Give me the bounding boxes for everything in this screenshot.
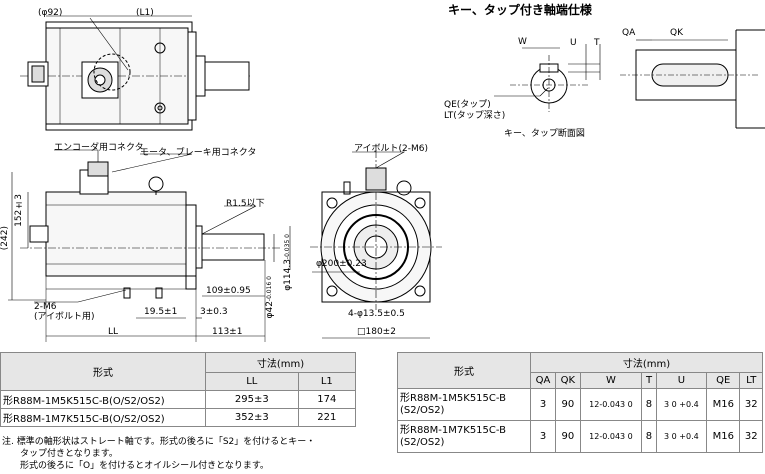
dim-LL: LL	[108, 327, 119, 337]
table1-row2-L1: 221	[297, 408, 357, 427]
dim-4-phi13-5: 4-φ13.5±0.5	[348, 309, 405, 319]
label-QE: QE(タップ)	[444, 100, 491, 110]
table2-row1-QK: 90	[555, 388, 581, 421]
table2-col-QE: QE	[706, 372, 741, 389]
dim-152: 152±3	[14, 194, 24, 227]
label-eyebolt: アイボルト(2-M6)	[354, 144, 429, 154]
dim-phi42: φ42-0.016 0	[265, 276, 275, 319]
key-detail-drawing	[494, 29, 765, 129]
dim-3: 3±0.3	[200, 307, 228, 317]
note-line-1: 注. 標準の軸形状はストレート軸です。形式の後ろに「S2」を付けるとキー・	[2, 437, 316, 447]
dim-242: (242)	[0, 226, 10, 251]
table2-row2-QK: 90	[555, 420, 581, 453]
table2-row1-model: 形R88M-1M5K515C-B (S2/OS2)	[397, 388, 531, 421]
table1-col-LL: LL	[205, 372, 299, 391]
table2-row1-QE: M16	[706, 388, 741, 421]
table2-row1-U: 3 0 +0.4	[655, 388, 708, 421]
spec-table-key: 形式 寸法(mm) QA QK W T U QE LT 形R88M-1M5K51…	[397, 352, 763, 453]
table1-dim-header: 寸法(mm)	[205, 352, 356, 373]
table1-row1-model: 形R88M-1M5K515C-B(O/S2/OS2)	[0, 390, 206, 409]
table-row: 形R88M-1M7K515C-B (S2/OS2) 3 90 12-0.043 …	[397, 420, 763, 453]
note-line-2: タップ付きとなります。	[2, 449, 118, 459]
table2-row2-model: 形R88M-1M7K515C-B (S2/OS2)	[397, 420, 531, 453]
label-W: W	[518, 37, 527, 47]
note-line-3: 形式の後ろに「O」を付けるとオイルシール付きとなります。	[2, 461, 269, 471]
table2-row1-T: 8	[641, 388, 657, 421]
table1-col-L1: L1	[297, 372, 357, 391]
table2-col-T: T	[641, 372, 657, 389]
label-motor-brake-connector: モータ、ブレーキ用コネクタ	[140, 148, 257, 158]
label-U: U	[570, 38, 577, 48]
dim-phi114: φ114.3-0.035 0	[283, 234, 293, 291]
section-title: キー、タップ付き軸端仕様	[448, 3, 592, 17]
label-encoder-connector: エンコーダ用コネクタ	[54, 143, 144, 153]
table1-row1-LL: 295±3	[205, 390, 299, 409]
table2-col-W: W	[579, 372, 643, 389]
table2-dim-header: 寸法(mm)	[530, 352, 763, 373]
label-QK: QK	[670, 28, 683, 38]
table2-col-U: U	[655, 372, 708, 389]
label-LT: LT(タップ深さ)	[444, 111, 506, 121]
table-row: 形R88M-1M7K515C-B(O/S2/OS2) 352±3 221	[0, 408, 357, 427]
table-row: 形R88M-1M5K515C-B (S2/OS2) 3 90 12-0.043 …	[397, 388, 763, 421]
table1-row1-L1: 174	[297, 390, 357, 409]
table-row: 形R88M-1M5K515C-B(O/S2/OS2) 295±3 174	[0, 390, 357, 409]
table2-row2-T: 8	[641, 420, 657, 453]
side-view-motor	[8, 149, 291, 342]
dim-phi200: φ200±0.23	[316, 259, 367, 269]
table2-row2-QA: 3	[530, 420, 556, 453]
table2-col-QK: QK	[555, 372, 581, 389]
table1-row2-LL: 352±3	[205, 408, 299, 427]
table1-row2-model: 形R88M-1M7K515C-B(O/S2/OS2)	[0, 408, 206, 427]
table2-row1-LT: 32	[739, 388, 763, 421]
label-eyebolt-note: 2-M6 (アイボルト用)	[34, 302, 95, 322]
table2-col-QA: QA	[530, 372, 556, 389]
table2-row1-W: 12-0.043 0	[579, 388, 643, 421]
top-view-motor	[20, 15, 250, 131]
table2-model-header: 形式	[397, 352, 531, 389]
label-key-section: キー、タップ断面図	[504, 129, 585, 139]
dim-180: □180±2	[357, 327, 396, 337]
table2-col-LT: LT	[739, 372, 763, 389]
label-T: T	[594, 38, 600, 48]
dim-109: 109±0.95	[206, 286, 251, 296]
front-view-flange	[310, 150, 442, 339]
table2-row1-QA: 3	[530, 388, 556, 421]
label-r-note: R1.5以下	[226, 199, 265, 209]
table2-row2-W: 12-0.043 0	[579, 420, 643, 453]
notes: 注. 標準の軸形状はストレート軸です。形式の後ろに「S2」を付けるとキー・ タッ…	[2, 436, 315, 472]
spec-table-LL-L1: 形式 寸法(mm) LL L1 形R88M-1M5K515C-B(O/S2/OS…	[0, 352, 357, 427]
dim-L1: (L1)	[136, 8, 154, 18]
table2-row2-U: 3 0 +0.4	[655, 420, 708, 453]
dim-113: 113±1	[212, 327, 243, 337]
table2-row2-LT: 32	[739, 420, 763, 453]
table2-row2-QE: M16	[706, 420, 741, 453]
label-QA: QA	[622, 28, 636, 38]
dim-phi92: (φ92)	[38, 8, 63, 18]
dim-19-5: 19.5±1	[144, 307, 178, 317]
table1-model-header: 形式	[0, 352, 206, 391]
